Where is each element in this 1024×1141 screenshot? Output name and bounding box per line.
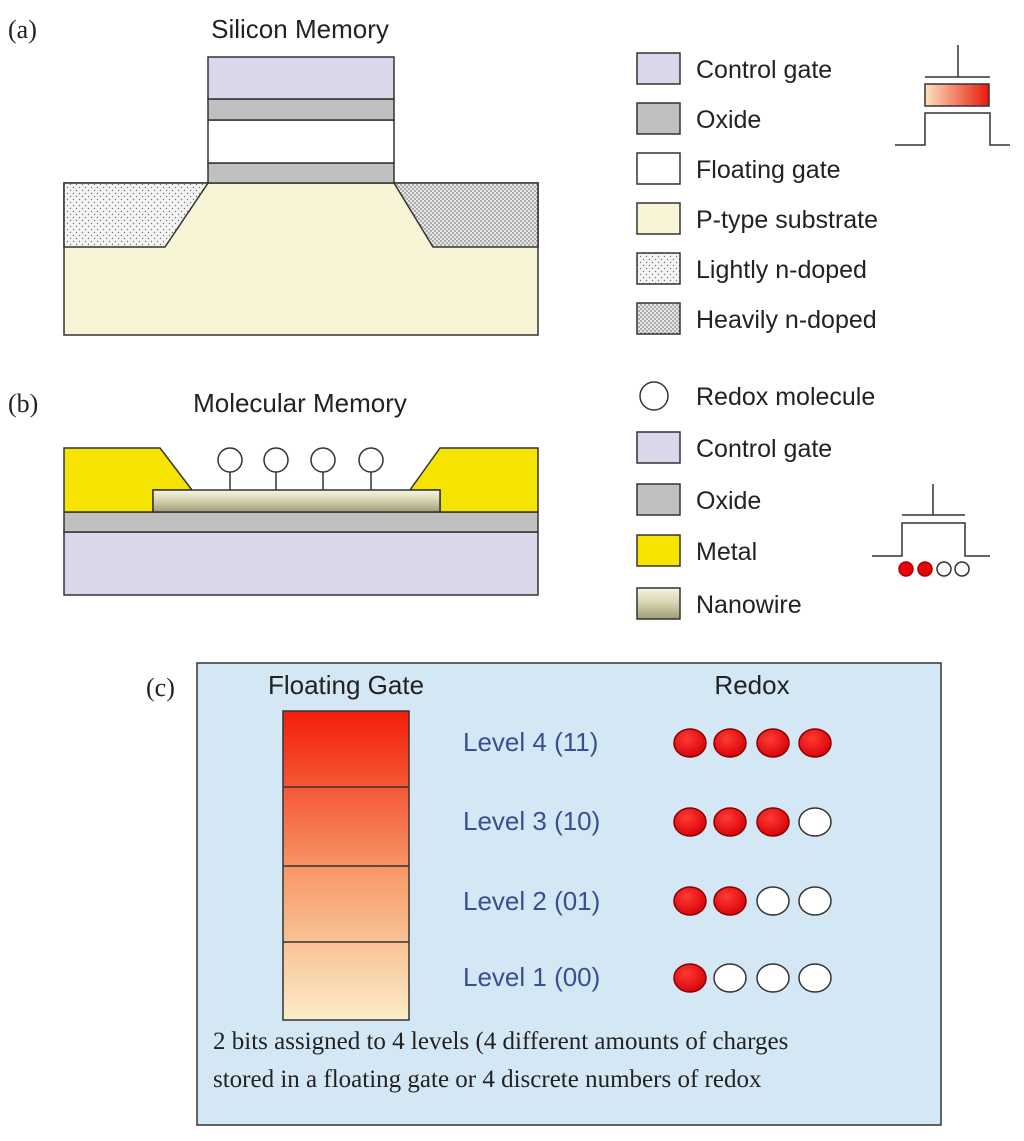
redox-molecule-charged	[713, 728, 747, 758]
legend-label-nanowire: Nanowire	[696, 591, 802, 619]
legend-swatch-control-gate	[636, 52, 681, 85]
legend-label-oxide: Oxide	[696, 106, 761, 134]
mol-redox-molecules	[217, 447, 384, 490]
redox-molecule-empty	[798, 963, 832, 993]
legend-swatch-nanowire	[636, 587, 681, 620]
legend-swatch-metal	[636, 534, 681, 567]
mol-redox-molecule	[217, 447, 243, 473]
redox-molecule-empty	[798, 807, 832, 837]
redox-molecule-charged	[673, 728, 707, 758]
legend-label-redox: Redox molecule	[696, 383, 875, 411]
legend-silicon: Control gate Oxide Floating gate P-type …	[636, 52, 878, 335]
legend-swatch-oxide-b	[636, 483, 681, 516]
legend-label-floating-gate: Floating gate	[696, 156, 841, 184]
legend-label-control-gate-b: Control gate	[696, 435, 832, 463]
caption-line-2: stored in a floating gate or 4 discrete …	[213, 1066, 762, 1093]
panel-c-label: (c)	[146, 673, 175, 702]
si-tunnel-oxide	[207, 162, 395, 184]
panel-b-title: Molecular Memory	[193, 388, 407, 418]
redox-molecule-charged	[798, 728, 832, 758]
legend-label-p-substrate: P-type substrate	[696, 206, 878, 234]
redox-molecule-empty	[756, 886, 790, 916]
legend-label-lightly-doped: Lightly n-doped	[696, 256, 867, 284]
col-header-redox: Redox	[714, 670, 789, 700]
col-header-floating-gate: Floating Gate	[268, 670, 424, 700]
level-1-label: Level 1 (00)	[463, 962, 600, 992]
level-2-label: Level 2 (01)	[463, 886, 600, 916]
redox-molecule-empty	[798, 886, 832, 916]
level-3-label: Level 3 (10)	[463, 806, 600, 836]
redox-molecule-charged	[756, 728, 790, 758]
panel-a-label: (a)	[8, 15, 37, 44]
mol-redox-molecule	[310, 447, 336, 473]
redox-molecule-charged	[673, 886, 707, 916]
mol-oxide	[63, 511, 539, 533]
redox-level-indicators	[673, 728, 832, 993]
panel-a-title: Silicon Memory	[211, 14, 389, 44]
legend-label-control-gate: Control gate	[696, 56, 832, 84]
si-control-gate	[207, 56, 395, 100]
level-4-label: Level 4 (11)	[463, 727, 598, 757]
floating-gate-transistor-symbol	[895, 45, 1010, 146]
si-floating-gate	[207, 119, 395, 164]
floating-gate-charge-bar	[282, 710, 410, 1021]
panel-b-label: (b)	[8, 389, 38, 418]
redox-molecule-empty	[756, 963, 790, 993]
legend-swatch-redox	[639, 381, 669, 411]
legend-swatch-lightly-doped	[636, 252, 681, 285]
redox-molecule-charged	[673, 807, 707, 837]
mol-redox-molecule	[358, 447, 384, 473]
molecular-transistor-symbol	[872, 484, 990, 577]
legend-molecular: Redox molecule Control gate Oxide Metal …	[636, 381, 875, 620]
legend-label-metal: Metal	[696, 538, 757, 566]
legend-swatch-heavily-doped	[636, 302, 681, 335]
legend-swatch-p-substrate	[636, 202, 681, 235]
mol-control-gate	[63, 531, 539, 596]
redox-molecule-empty	[713, 963, 747, 993]
silicon-memory-cross-section	[63, 56, 539, 336]
si-source-heavily-doped	[392, 182, 539, 248]
mol-nanowire	[152, 489, 441, 513]
redox-molecule-charged	[713, 807, 747, 837]
caption-line-1: 2 bits assigned to 4 levels (4 different…	[213, 1028, 788, 1055]
molecular-memory-cross-section	[63, 447, 539, 596]
legend-swatch-oxide	[636, 102, 681, 135]
legend-label-oxide-b: Oxide	[696, 487, 761, 515]
redox-molecule-charged	[673, 963, 707, 993]
legend-swatch-control-gate-b	[636, 431, 681, 464]
redox-molecule-charged	[713, 886, 747, 916]
legend-swatch-floating-gate	[636, 152, 681, 185]
si-drain-lightly-doped	[63, 182, 210, 248]
mol-redox-molecule	[263, 447, 289, 473]
si-control-oxide	[207, 98, 395, 121]
redox-molecule-charged	[756, 807, 790, 837]
legend-label-heavily-doped: Heavily n-doped	[696, 306, 877, 334]
